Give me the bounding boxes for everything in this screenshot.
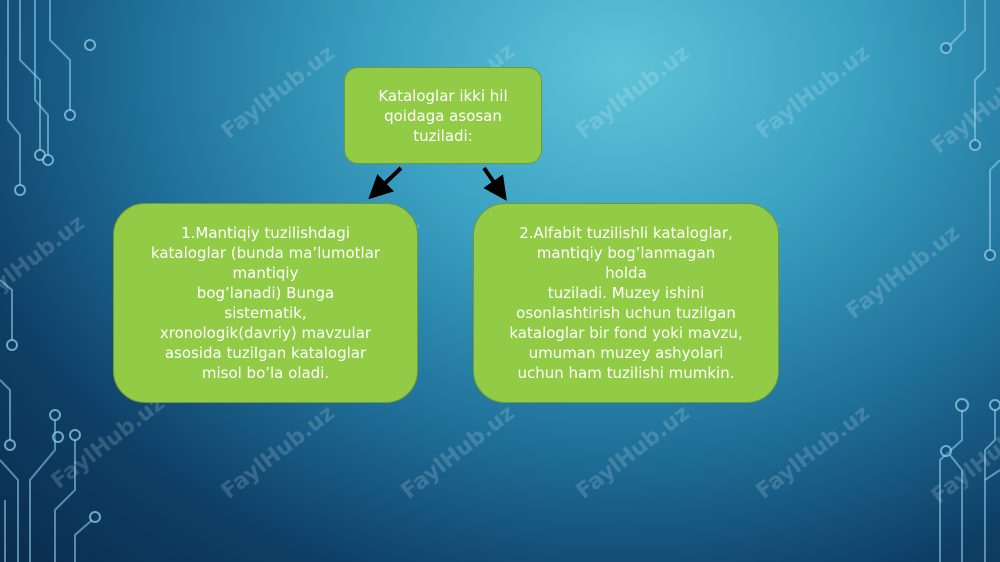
right-node-text: 2.Alfabit tuzilishli kataloglar, mantiqi…: [509, 224, 743, 382]
top-node: Kataloglar ikki hil qoidaga asosan tuzil…: [344, 67, 542, 164]
left-node: 1.Mantiqiy tuzilishdagi kataloglar (bund…: [113, 203, 418, 403]
left-node-text: 1.Mantiqiy tuzilishdagi kataloglar (bund…: [150, 224, 381, 382]
top-node-text: Kataloglar ikki hil qoidaga asosan tuzil…: [378, 86, 508, 145]
right-node: 2.Alfabit tuzilishli kataloglar, mantiqi…: [473, 203, 779, 403]
